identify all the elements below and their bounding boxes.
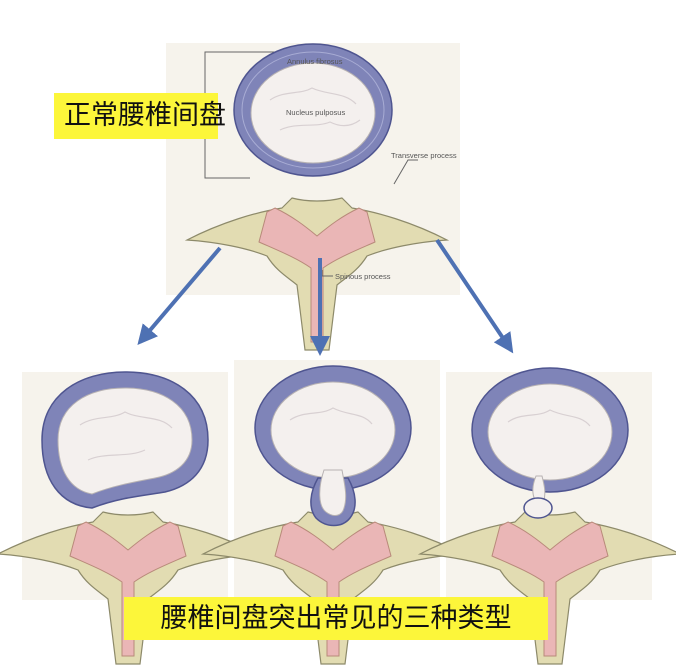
normal-disc-title: 正常腰椎间盘 <box>54 93 226 139</box>
herniation-types-title: 腰椎间盘突出常见的三种类型 <box>124 597 548 640</box>
transverse-process-label: Transverse process <box>391 151 457 160</box>
normal-nucleus-texture <box>269 87 361 131</box>
herniation-type-2 <box>202 360 464 665</box>
type1-nucleus-texture <box>79 411 173 461</box>
type3-nucleus-texture <box>507 409 591 427</box>
arrows <box>137 238 514 356</box>
transverse-leader <box>393 159 418 185</box>
arrow-left <box>137 246 222 346</box>
type3-tear <box>532 475 546 501</box>
normal-nucleus <box>250 62 376 164</box>
normal-disc-illustration: Annulus fibrosus Nucleus pulposus Transv… <box>166 43 460 351</box>
spinous-process-label: Spinous process <box>335 272 391 281</box>
type2-nucleus <box>270 381 396 479</box>
type1-nucleus <box>57 387 193 495</box>
type2-protrusion-core <box>319 469 347 516</box>
normal-annulus-inner <box>241 51 385 169</box>
type2-nucleus-texture <box>289 407 373 425</box>
type3-nucleus <box>487 383 613 481</box>
type3-fragment <box>523 497 553 519</box>
annulus-fibrosus-label: Annulus fibrosus <box>287 57 343 66</box>
herniation-type-1 <box>0 371 259 665</box>
nucleus-pulposus-label: Nucleus pulposus <box>286 108 345 117</box>
arrow-right <box>435 238 514 354</box>
herniation-type-3 <box>419 367 676 665</box>
